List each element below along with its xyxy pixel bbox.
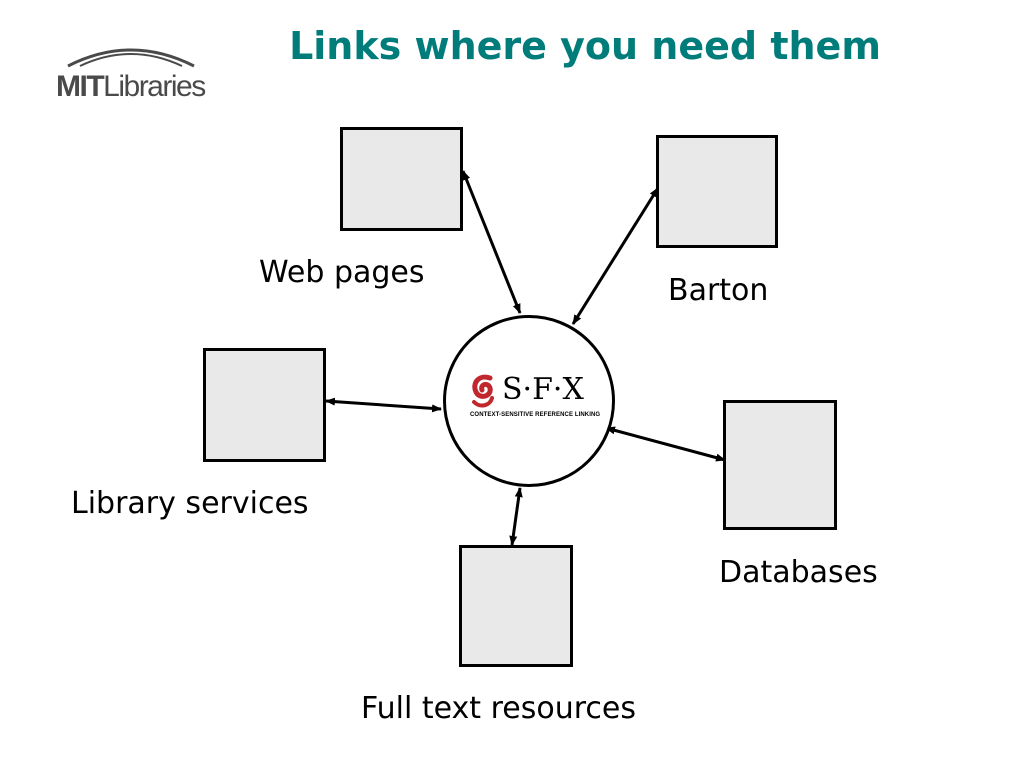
sfx-hub: S·F·X CONTEXT-SENSITIVE REFERENCE LINKIN… bbox=[443, 315, 615, 487]
logo-mit: MIT bbox=[56, 70, 105, 103]
logo-arc-icon bbox=[67, 48, 195, 68]
logo-wordmark: MITLibraries bbox=[56, 70, 206, 103]
sfx-name: S·F·X bbox=[502, 372, 584, 407]
web-pages-box bbox=[340, 127, 463, 231]
library-services-label: Library services bbox=[71, 486, 309, 521]
mit-libraries-logo: MITLibraries bbox=[56, 40, 208, 110]
full-text-resources-label: Full text resources bbox=[361, 691, 636, 726]
full-text-resources-box bbox=[459, 545, 573, 667]
barton-box bbox=[656, 135, 778, 248]
slide-title: Links where you need them bbox=[289, 24, 881, 68]
databases-label: Databases bbox=[719, 555, 878, 590]
arrow-web-pages bbox=[461, 170, 522, 314]
databases-box bbox=[723, 400, 837, 530]
arrow-library-services bbox=[325, 397, 442, 413]
sfx-swirl-icon bbox=[472, 374, 494, 408]
barton-label: Barton bbox=[668, 273, 769, 308]
sfx-logo: S·F·X CONTEXT-SENSITIVE REFERENCE LINKIN… bbox=[468, 372, 601, 424]
arrow-full-text-resources bbox=[509, 487, 523, 546]
sfx-tagline: CONTEXT-SENSITIVE REFERENCE LINKING bbox=[470, 412, 601, 418]
web-pages-label: Web pages bbox=[259, 255, 425, 290]
logo-libraries: Libraries bbox=[103, 70, 206, 103]
library-services-box bbox=[203, 348, 326, 462]
arrow-databases bbox=[605, 426, 726, 462]
arrow-barton bbox=[571, 187, 660, 325]
